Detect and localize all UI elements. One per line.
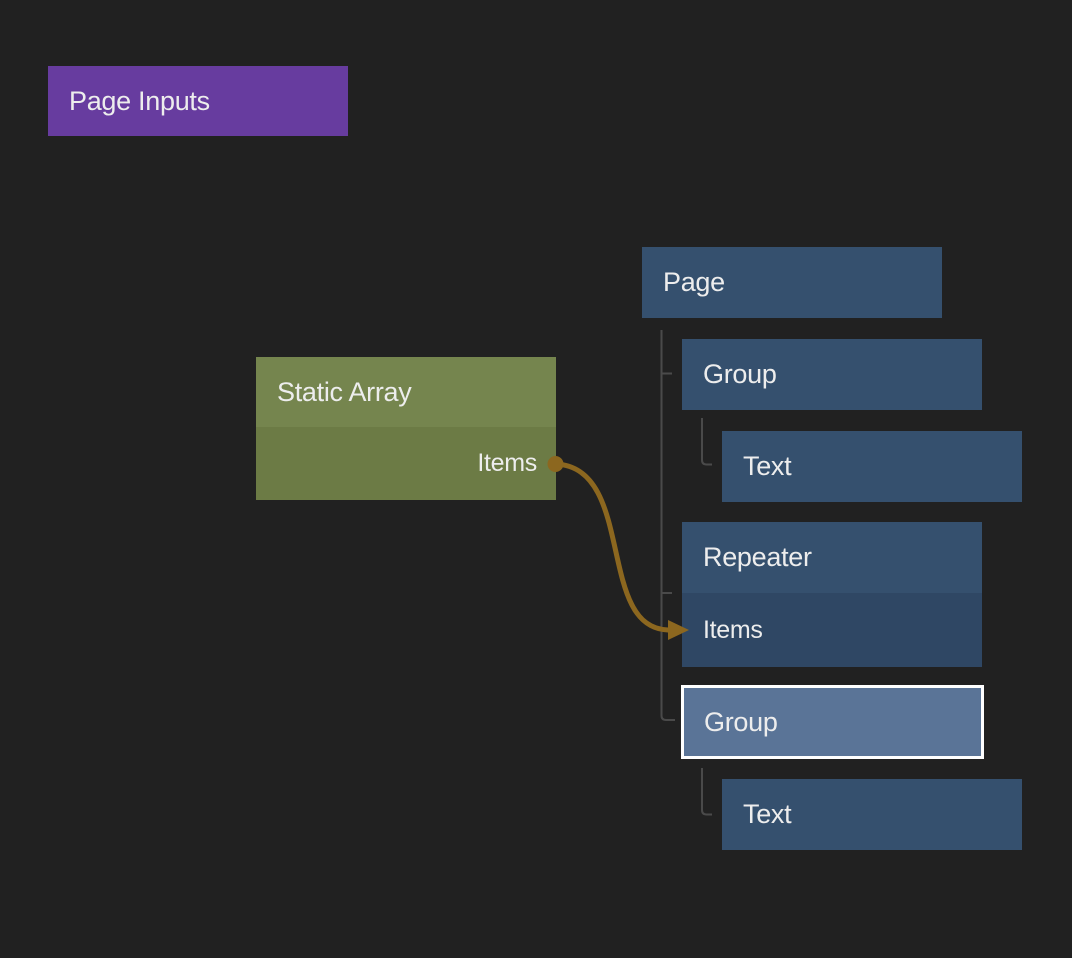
node-text-2[interactable]: Text — [722, 779, 1022, 850]
node-title: Page — [642, 247, 942, 318]
output-port-items[interactable]: Items — [256, 427, 556, 500]
node-page[interactable]: Page — [642, 247, 942, 318]
node-title: Group — [684, 688, 981, 756]
node-title: Page Inputs — [48, 66, 348, 136]
node-group-selected[interactable]: Group — [681, 685, 984, 759]
input-port-items[interactable]: Items — [682, 593, 982, 667]
node-title: Text — [722, 431, 1022, 502]
node-group[interactable]: Group — [682, 339, 982, 410]
node-title: Text — [722, 779, 1022, 850]
node-title: Repeater — [682, 522, 982, 593]
connection-wire[interactable] — [553, 461, 671, 633]
node-page-inputs[interactable]: Page Inputs — [48, 66, 348, 136]
node-text[interactable]: Text — [722, 431, 1022, 502]
node-static-array[interactable]: Static Array Items — [256, 357, 556, 500]
node-title: Static Array — [256, 357, 556, 427]
node-title: Group — [682, 339, 982, 410]
node-repeater[interactable]: Repeater Items — [682, 522, 982, 667]
